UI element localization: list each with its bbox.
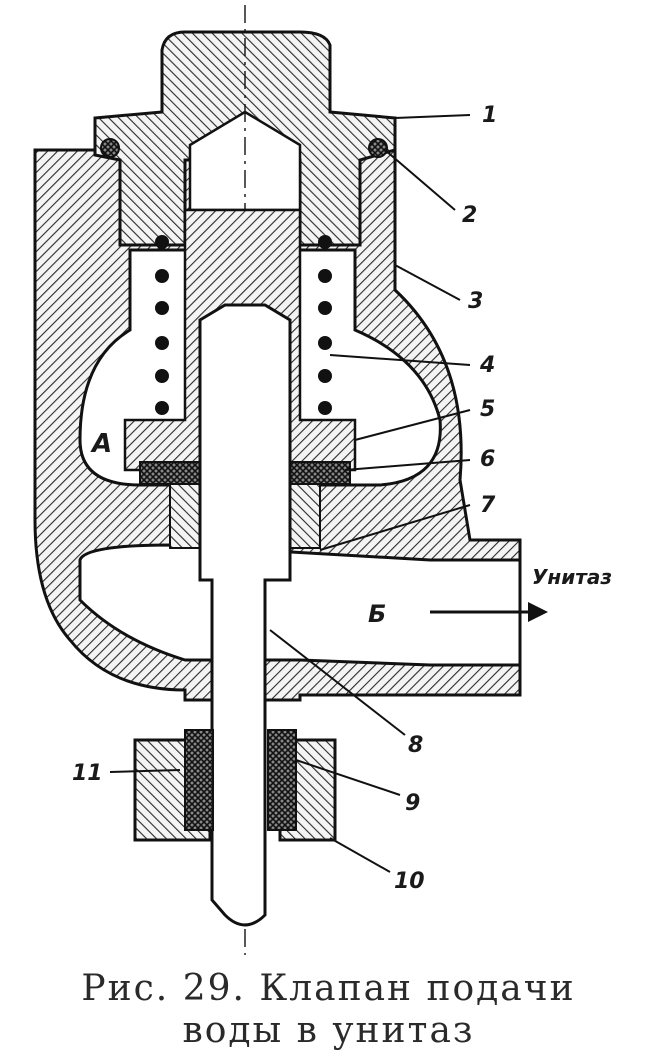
outlet-label: Унитаз xyxy=(532,565,612,589)
callout-8: 8 xyxy=(408,733,423,758)
callout-9: 9 xyxy=(405,791,420,816)
callout-6: 6 xyxy=(480,447,495,472)
spring xyxy=(155,235,332,415)
callout-2: 2 xyxy=(462,203,477,228)
guide-sleeve-right xyxy=(289,483,321,549)
callout-leaders xyxy=(109,114,471,873)
valve-stem xyxy=(198,303,292,927)
figure-caption-line1: Рис. 29. Клапан подачи xyxy=(81,968,576,1009)
callout-7: 7 xyxy=(480,493,496,518)
outlet-arrow-head xyxy=(528,602,548,622)
packing-left xyxy=(184,729,214,831)
callout-3: 3 xyxy=(468,289,483,314)
zone-label-a: A xyxy=(90,429,112,459)
figure-caption-line2: воды в унитаз xyxy=(182,1010,475,1051)
valve-cross-section-diagram: 1 2 3 4 5 6 7 8 9 10 11 A Б Унитаз xyxy=(33,5,612,955)
guide-sleeve-left xyxy=(169,483,201,549)
outlet-channel xyxy=(78,543,522,667)
zone-label-b: Б xyxy=(368,600,386,628)
callout-10: 10 xyxy=(394,869,425,894)
packing-right xyxy=(267,729,297,831)
callout-11: 11 xyxy=(72,761,103,786)
callout-5: 5 xyxy=(480,397,495,422)
o-ring-left xyxy=(100,138,120,158)
o-ring-right xyxy=(368,138,388,158)
callout-1: 1 xyxy=(482,103,497,128)
callout-4: 4 xyxy=(479,353,495,378)
